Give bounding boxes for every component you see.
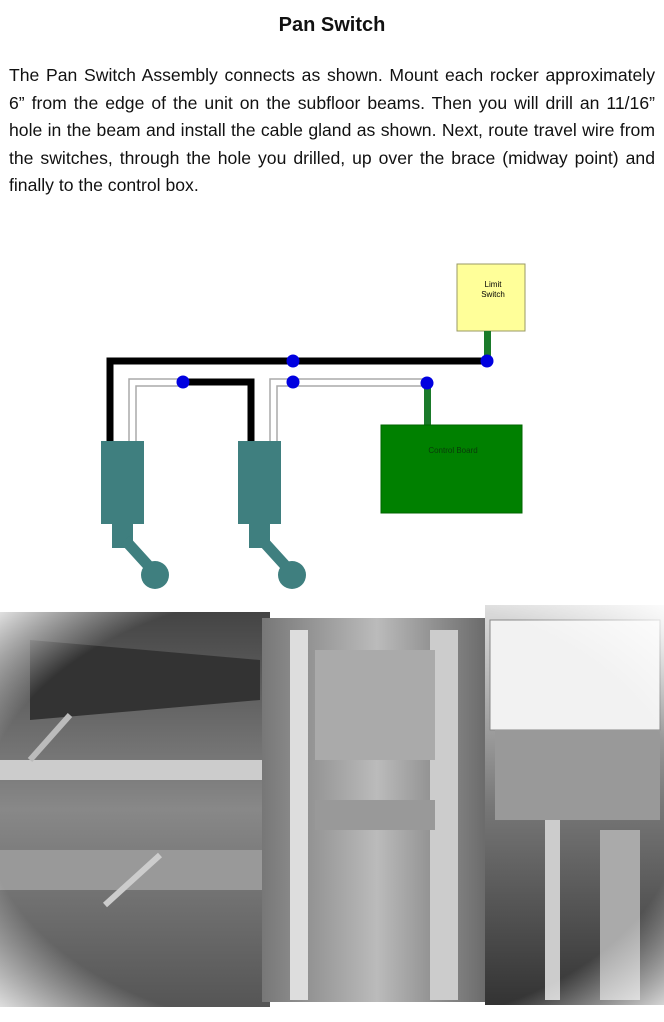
control-board-box xyxy=(380,424,523,514)
black-wire-main xyxy=(106,357,487,443)
control-board-label: Control Board xyxy=(428,446,477,455)
page-title: Pan Switch xyxy=(278,14,386,36)
gray-wire-1a xyxy=(128,378,183,443)
junction-node xyxy=(420,376,434,390)
gray-wire-1b xyxy=(135,385,183,443)
instructions-paragraph: The Pan Switch Assembly connects as show… xyxy=(9,65,655,195)
gray-wire-2b xyxy=(276,385,427,443)
junction-node xyxy=(286,354,300,368)
limit-switch-label-2: Switch xyxy=(481,290,505,299)
rocker-switch-2 xyxy=(238,441,306,589)
limit-switch-lead xyxy=(484,331,491,361)
junction-node xyxy=(176,375,190,389)
limit-switch-label-1: Limit xyxy=(485,280,503,289)
black-wire-second xyxy=(183,378,255,443)
junction-node xyxy=(286,375,300,389)
limit-switch-box xyxy=(456,263,526,332)
junction-node xyxy=(480,354,494,368)
gray-wire-2a xyxy=(269,378,427,443)
rocker-switch-1 xyxy=(101,441,169,589)
control-board-lead xyxy=(424,383,431,426)
